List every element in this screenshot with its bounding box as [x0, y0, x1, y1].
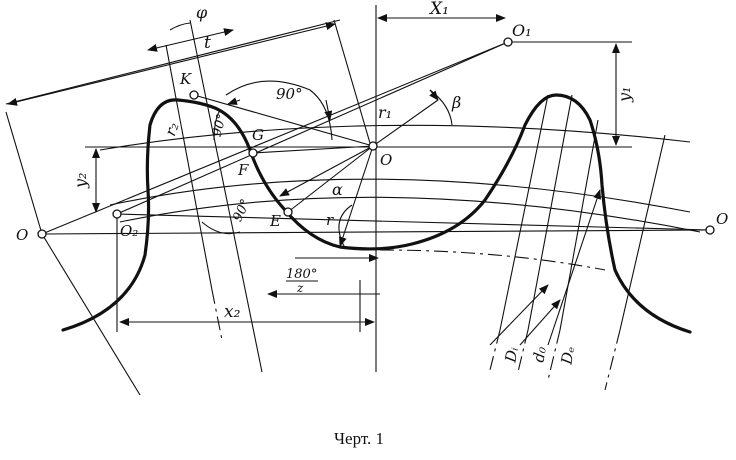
- figure-caption: Черт. 1: [334, 429, 384, 448]
- label-angle-num: 180°: [286, 267, 317, 282]
- label-y1: y₁: [615, 87, 634, 103]
- label-f: F: [237, 161, 249, 179]
- label-r1: r₁: [378, 103, 392, 122]
- label-di: Dᵢ: [501, 346, 522, 365]
- point-o1: [503, 37, 513, 47]
- label-o1: O₁: [512, 21, 532, 40]
- point-e: [283, 207, 293, 217]
- point-g: [248, 148, 258, 158]
- label-o-right: O: [716, 210, 728, 228]
- point-o-center: [368, 141, 378, 151]
- label-x2: x₂: [224, 302, 241, 322]
- label-alpha: α: [332, 180, 343, 199]
- label-o-center: O: [380, 151, 392, 169]
- label-r2: r₂: [161, 120, 182, 139]
- tooth-profiles: [61, 93, 692, 334]
- point-o2: [112, 209, 122, 219]
- point-o-left: [37, 229, 47, 239]
- label-k: K: [179, 70, 192, 88]
- label-o-left: O: [16, 226, 28, 244]
- label-ninety-top: 90°: [276, 85, 303, 103]
- label-g: G: [252, 126, 264, 144]
- points: [37, 37, 715, 239]
- label-dd: d₀: [529, 345, 549, 364]
- label-angle-den: z: [296, 281, 304, 295]
- dimension-arrows: [7, 14, 620, 346]
- label-ninety-low: 90°: [230, 197, 253, 224]
- label-de: Dₑ: [557, 345, 578, 367]
- point-o-right: [705, 225, 715, 235]
- label-r: r: [326, 211, 334, 229]
- label-t: t: [204, 33, 211, 53]
- label-phi: φ: [196, 3, 208, 22]
- label-beta: β: [451, 93, 461, 112]
- label-ninety-mid: 90°: [210, 112, 230, 138]
- label-e: E: [269, 212, 281, 230]
- label-o2: O₂: [120, 222, 138, 240]
- label-y2: y₂: [71, 173, 90, 189]
- label-x1: X₁: [428, 0, 449, 19]
- point-k: [189, 90, 199, 100]
- labels: X₁ O₁ y₁ φ t K 90° r₁ β r₂ 90° G F O y₂ …: [16, 0, 728, 367]
